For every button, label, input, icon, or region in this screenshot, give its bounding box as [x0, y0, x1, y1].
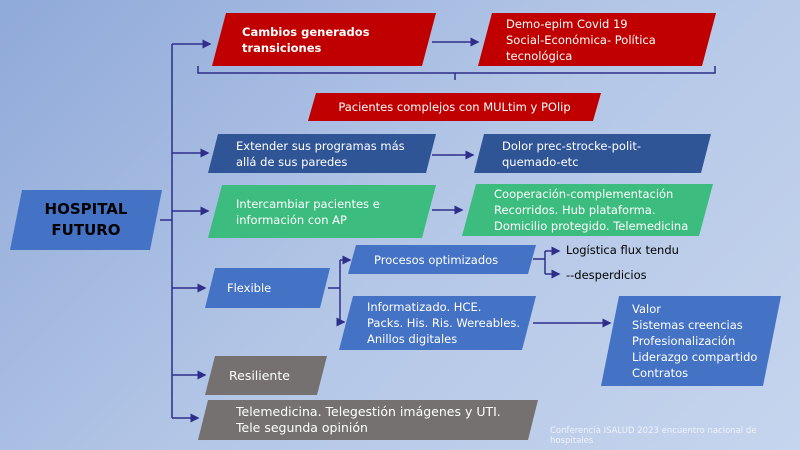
dolor-node: Dolor prec-strocke-polit- quemado-etc: [474, 134, 711, 173]
resiliente-node: Resiliente: [205, 356, 327, 395]
logistica-label: Logística flux tendu: [566, 243, 679, 257]
intercambiar-label: Intercambiar pacientes e información con…: [236, 196, 380, 227]
extender-label: Extender sus programas más allá de sus p…: [236, 138, 405, 169]
demo-node: Demo-epim Covid 19 Social-Económica- Pol…: [478, 13, 716, 66]
cooperacion-label: Cooperación-complementación Recorridos. …: [494, 187, 689, 233]
informatizado-node: Informatizado. HCE. Packs. His. Ris. Wer…: [339, 296, 536, 350]
resiliente-label: Resiliente: [229, 367, 290, 383]
flexible-node: Flexible: [205, 268, 330, 308]
valor-node: Valor Sistemas creencias Profesionalizac…: [601, 296, 781, 386]
cooperacion-node: Cooperación-complementación Recorridos. …: [462, 184, 713, 236]
footer-credit: Conferencia ISALUD 2023 encuentro nacion…: [550, 426, 757, 446]
root-label: HOSPITAL FUTURO: [44, 200, 128, 239]
telemedicina-label: Telemedicina. Telegestión imágenes y UTI…: [236, 404, 501, 435]
demo-label: Demo-epim Covid 19 Social-Económica- Pol…: [506, 16, 656, 63]
procesos-node: Procesos optimizados: [348, 245, 536, 274]
intercambiar-node: Intercambiar pacientes e información con…: [208, 185, 436, 238]
cambios-node: Cambios generados transiciones: [212, 13, 436, 66]
pacientes-node: Pacientes complejos con MULtim y POlip: [308, 93, 601, 121]
hospital-futuro-node: HOSPITAL FUTURO: [10, 190, 162, 250]
valor-label: Valor Sistemas creencias Profesionalizac…: [632, 302, 758, 380]
pacientes-label: Pacientes complejos con MULtim y POlip: [338, 100, 571, 114]
dolor-label: Dolor prec-strocke-polit- quemado-etc: [502, 138, 642, 169]
telemedicina-node: Telemedicina. Telegestión imágenes y UTI…: [198, 400, 538, 440]
extender-node: Extender sus programas más allá de sus p…: [208, 134, 436, 173]
flexible-label: Flexible: [227, 281, 272, 295]
desperdicios-label: --desperdicios: [566, 268, 647, 282]
procesos-label: Procesos optimizados: [374, 252, 499, 267]
cambios-label: Cambios generados transiciones: [242, 24, 370, 55]
informatizado-label: Informatizado. HCE. Packs. His. Ris. Wer…: [367, 300, 520, 346]
